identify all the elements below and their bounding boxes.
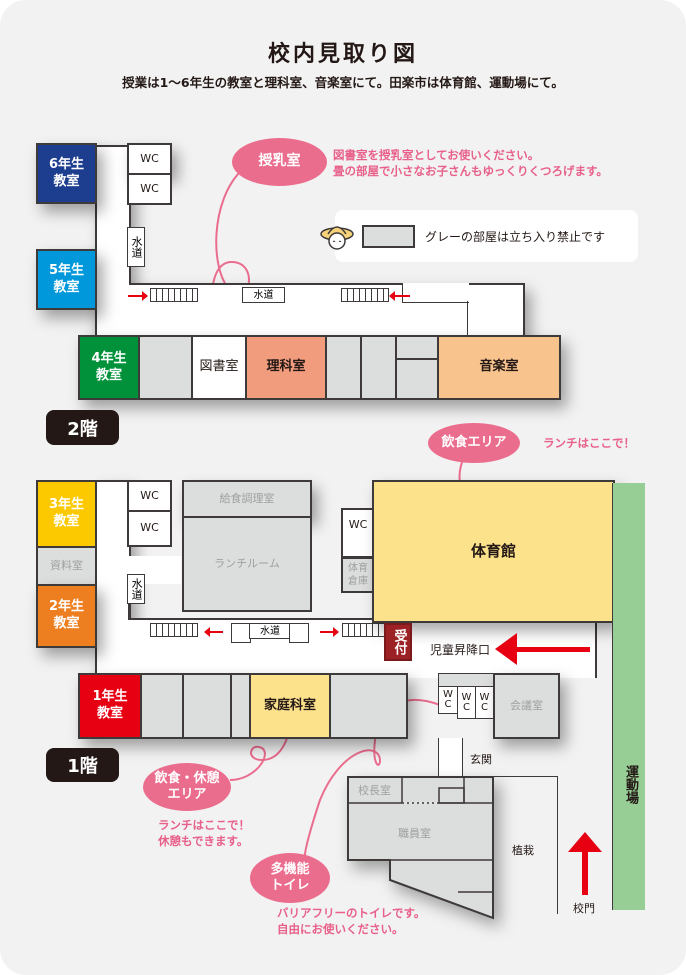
room-meeting: 会議室 [493,673,560,739]
arrow-right-icon [320,631,334,633]
playground-label: 運動場 [623,765,638,804]
sink-1f-vertical: 水道 [127,574,145,604]
room-restricted [138,335,193,400]
room-materials: 資料室 [36,546,97,586]
arrow-left-icon [389,291,395,301]
room-grade2: 2年生 教室 [36,584,97,648]
room-wc-2f-1: WC [127,143,172,175]
page-subtitle: 授業は1〜6年生の教室と理科室、音楽室にて。田楽市は体育館、運動場にて。 [122,75,564,90]
accessible-toilet-note: バリアフリーのトイレです。 自由にお使いください。 [277,906,426,936]
room-library: 図書室 [191,335,247,400]
room-grade5: 5年生 教室 [36,249,97,310]
arrow-up-icon [568,832,602,852]
rest-area-bubble: 飲食・休憩 エリア [143,763,231,811]
room-restricted [360,335,397,400]
room-grade3: 3年生 教室 [36,480,97,548]
page-title: 校内見取り図 [267,42,418,67]
girl-with-hat-icon [320,226,354,250]
entrance-label: 玄関 [470,753,492,766]
student-entrance-label: 児童昇降口 [430,643,491,657]
stairs-1f-right [342,623,387,637]
room-restricted [182,673,232,739]
room-restricted [325,335,362,400]
eating-area-note: ランチはここで！ [543,436,635,450]
room-gym: 体育館 [372,480,615,623]
staff-room-label: 職員室 [398,827,431,840]
stairs-2f-left [150,288,198,302]
room-grade1: 1年生 教室 [78,673,142,739]
nursing-room-bubble: 授乳室 [232,138,327,186]
room-wc-1f-2: WC [127,510,172,547]
room-restricted [395,335,439,360]
principal-office-label: 校長室 [358,784,391,797]
eating-area-bubble: 飲食エリア [428,423,520,463]
room-restricted [230,673,251,739]
room-kitchen: 給食調理室 [182,480,312,518]
room-wc-c: W C [475,686,494,719]
room-wc-gym: WC [341,508,375,544]
arrow-right-icon [128,295,146,297]
room-wc-a: W C [438,686,458,714]
legend-box: グレーの部屋は立ち入り禁止です [320,210,638,262]
arrow-left-icon [495,633,517,665]
room-wc-2f-2: WC [127,173,172,205]
room-science: 理科室 [245,335,327,400]
legend-gray-swatch [362,225,415,248]
entrance-hall [438,738,463,778]
admin-block [347,776,494,920]
room-grade4: 4年生 教室 [78,335,140,400]
stairs-1f-left [150,623,198,637]
room-restricted [140,673,184,739]
school-gate-label: 校門 [573,902,595,915]
room-grade6: 6年生 教室 [36,143,97,204]
floor-1-badge: 1階 [46,748,119,782]
room-music: 音楽室 [437,335,561,400]
accessible-toilet-bubble: 多機能 トイレ [250,853,330,903]
sink-2f-horizontal: 水道 [242,287,285,303]
sink-1f-horizontal: 水道 [249,623,291,639]
reception: 受付 [384,623,412,661]
planting-area [488,776,558,914]
room-wc-1f-1: WC [127,480,172,512]
floor-2-badge: 2階 [46,410,119,445]
arrow-left-icon [204,627,210,637]
room-wc-b: W C [457,686,476,719]
room-restricted [329,673,408,739]
nursing-room-note: 図書室を授乳室としてお使いください。 畳の部屋で小さなお子さんもゆっくりくつろげ… [333,148,608,178]
sink-2f-vertical: 水道 [127,227,145,267]
legend-text: グレーの部屋は立ち入り禁止です [425,230,606,244]
rest-area-note: ランチはここで！ 休憩もできます。 [158,818,250,848]
stairs-2f-right [341,288,389,302]
room-gym-storage: 体育 倉庫 [341,557,375,593]
planting-label: 植栽 [512,844,534,857]
playground [612,483,645,910]
room-restricted [395,358,439,400]
entrance-arrow [515,647,590,652]
room-home-ec: 家庭科室 [249,673,331,739]
room-lunchroom: ランチルーム [182,516,312,612]
